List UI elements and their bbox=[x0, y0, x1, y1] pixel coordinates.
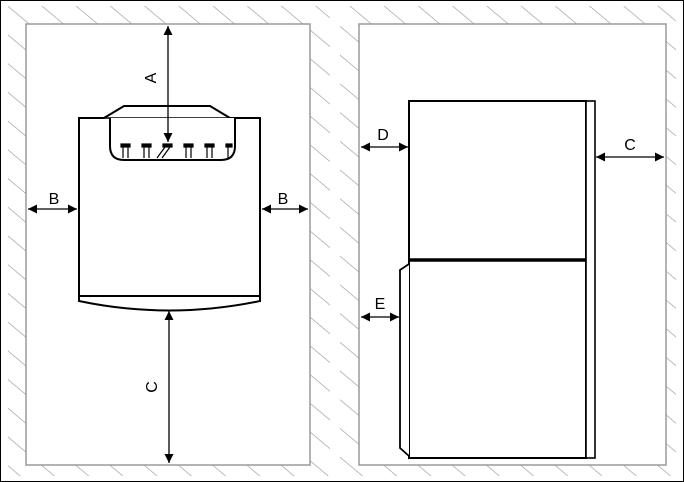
front-pipe-stubs bbox=[120, 143, 233, 159]
side-view-panel: D C E bbox=[340, 6, 676, 476]
side-back-plate bbox=[585, 100, 596, 459]
dimension-b-left-label: B bbox=[49, 191, 60, 208]
side-boiler-body bbox=[399, 100, 596, 459]
dimension-a-label: A bbox=[143, 72, 160, 83]
dimension-c-front-label: C bbox=[144, 381, 161, 393]
front-connection-recess bbox=[109, 118, 236, 161]
dimension-b-right-label: B bbox=[278, 191, 289, 208]
dimension-d-label: D bbox=[377, 127, 389, 144]
dimension-e-label: E bbox=[375, 296, 386, 313]
dimension-c-side-label: C bbox=[624, 137, 636, 154]
front-boiler-body bbox=[78, 105, 261, 312]
front-view-panel: A B B C bbox=[8, 6, 330, 476]
front-bottom-cover bbox=[78, 295, 261, 312]
side-front-cover bbox=[399, 263, 410, 457]
